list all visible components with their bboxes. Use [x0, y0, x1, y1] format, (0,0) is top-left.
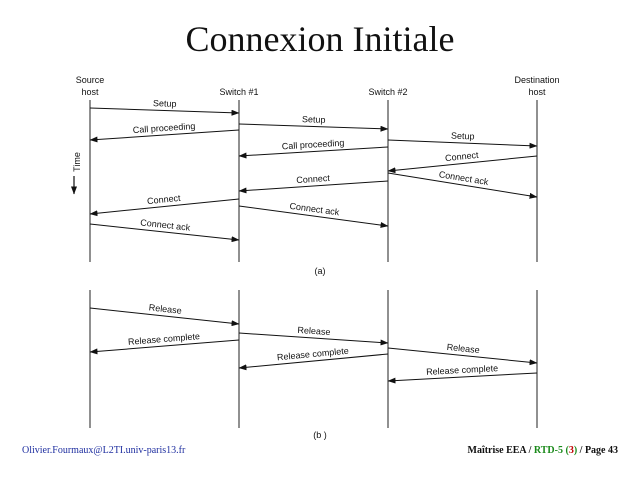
message-label: Call proceeding	[132, 121, 195, 135]
node-label-switch2: Switch #2	[368, 87, 407, 97]
message-arrow	[89, 129, 240, 143]
message-arrow	[387, 139, 538, 149]
message-label: Release complete	[426, 363, 498, 377]
message-label: Connect	[147, 193, 182, 206]
message-label: Release	[148, 302, 182, 315]
node-label-switch1: Switch #1	[219, 87, 258, 97]
message-arrow	[387, 347, 538, 366]
message-label: Release complete	[128, 331, 201, 347]
message-arrow	[89, 198, 240, 217]
message-label: Release	[297, 325, 331, 337]
message-label: Connect	[296, 173, 331, 185]
message-arrow	[89, 223, 240, 243]
message-arrow	[238, 332, 389, 346]
message-label: Connect ack	[438, 169, 489, 187]
message-arrow	[387, 155, 538, 174]
node-label-dest: Destination	[514, 75, 559, 85]
node-label-dest-2: host	[528, 87, 546, 97]
footer-separator: /	[526, 445, 534, 456]
node-label-source-2: host	[81, 87, 99, 97]
footer-part-open: (	[562, 445, 569, 456]
footer-course: Maîtrise EEA	[467, 445, 527, 456]
footer-part-number: 3	[568, 445, 574, 456]
message-arrow	[238, 353, 389, 371]
slide-title: Connexion Initiale	[185, 19, 455, 59]
footer-separator: /	[577, 445, 585, 456]
message-arrow	[89, 339, 240, 355]
footer-email: Olivier.Fourmaux@L2TI.univ-paris13.fr	[22, 445, 186, 456]
message-label: Connect	[445, 150, 480, 163]
time-label: Time	[72, 152, 82, 172]
part-b-label: (b )	[313, 430, 327, 440]
message-arrow	[387, 172, 538, 199]
message-arrow	[387, 372, 538, 384]
message-label: Setup	[451, 131, 475, 142]
node-label-source: Source	[76, 75, 105, 85]
message-arrow	[238, 123, 389, 132]
message-label: Release complete	[277, 346, 350, 363]
footer-rtd: RTD-5	[533, 445, 563, 456]
message-label: Connect ack	[289, 201, 340, 218]
footer-page: Page 43	[584, 445, 618, 456]
message-arrow	[238, 180, 389, 194]
part-a-label: (a)	[315, 266, 326, 276]
message-label: Call proceeding	[282, 138, 345, 152]
message-arrow	[238, 146, 389, 159]
message-label: Setup	[302, 114, 326, 125]
message-arrow	[238, 205, 389, 228]
message-arrow	[89, 107, 240, 116]
message-label: Setup	[153, 98, 177, 109]
message-arrow	[89, 307, 240, 327]
footer-course-info: Maîtrise EEA / RTD-5 (3) / Page 43	[468, 445, 619, 456]
message-label: Release	[446, 342, 480, 355]
footer-part-close: )	[573, 445, 578, 456]
